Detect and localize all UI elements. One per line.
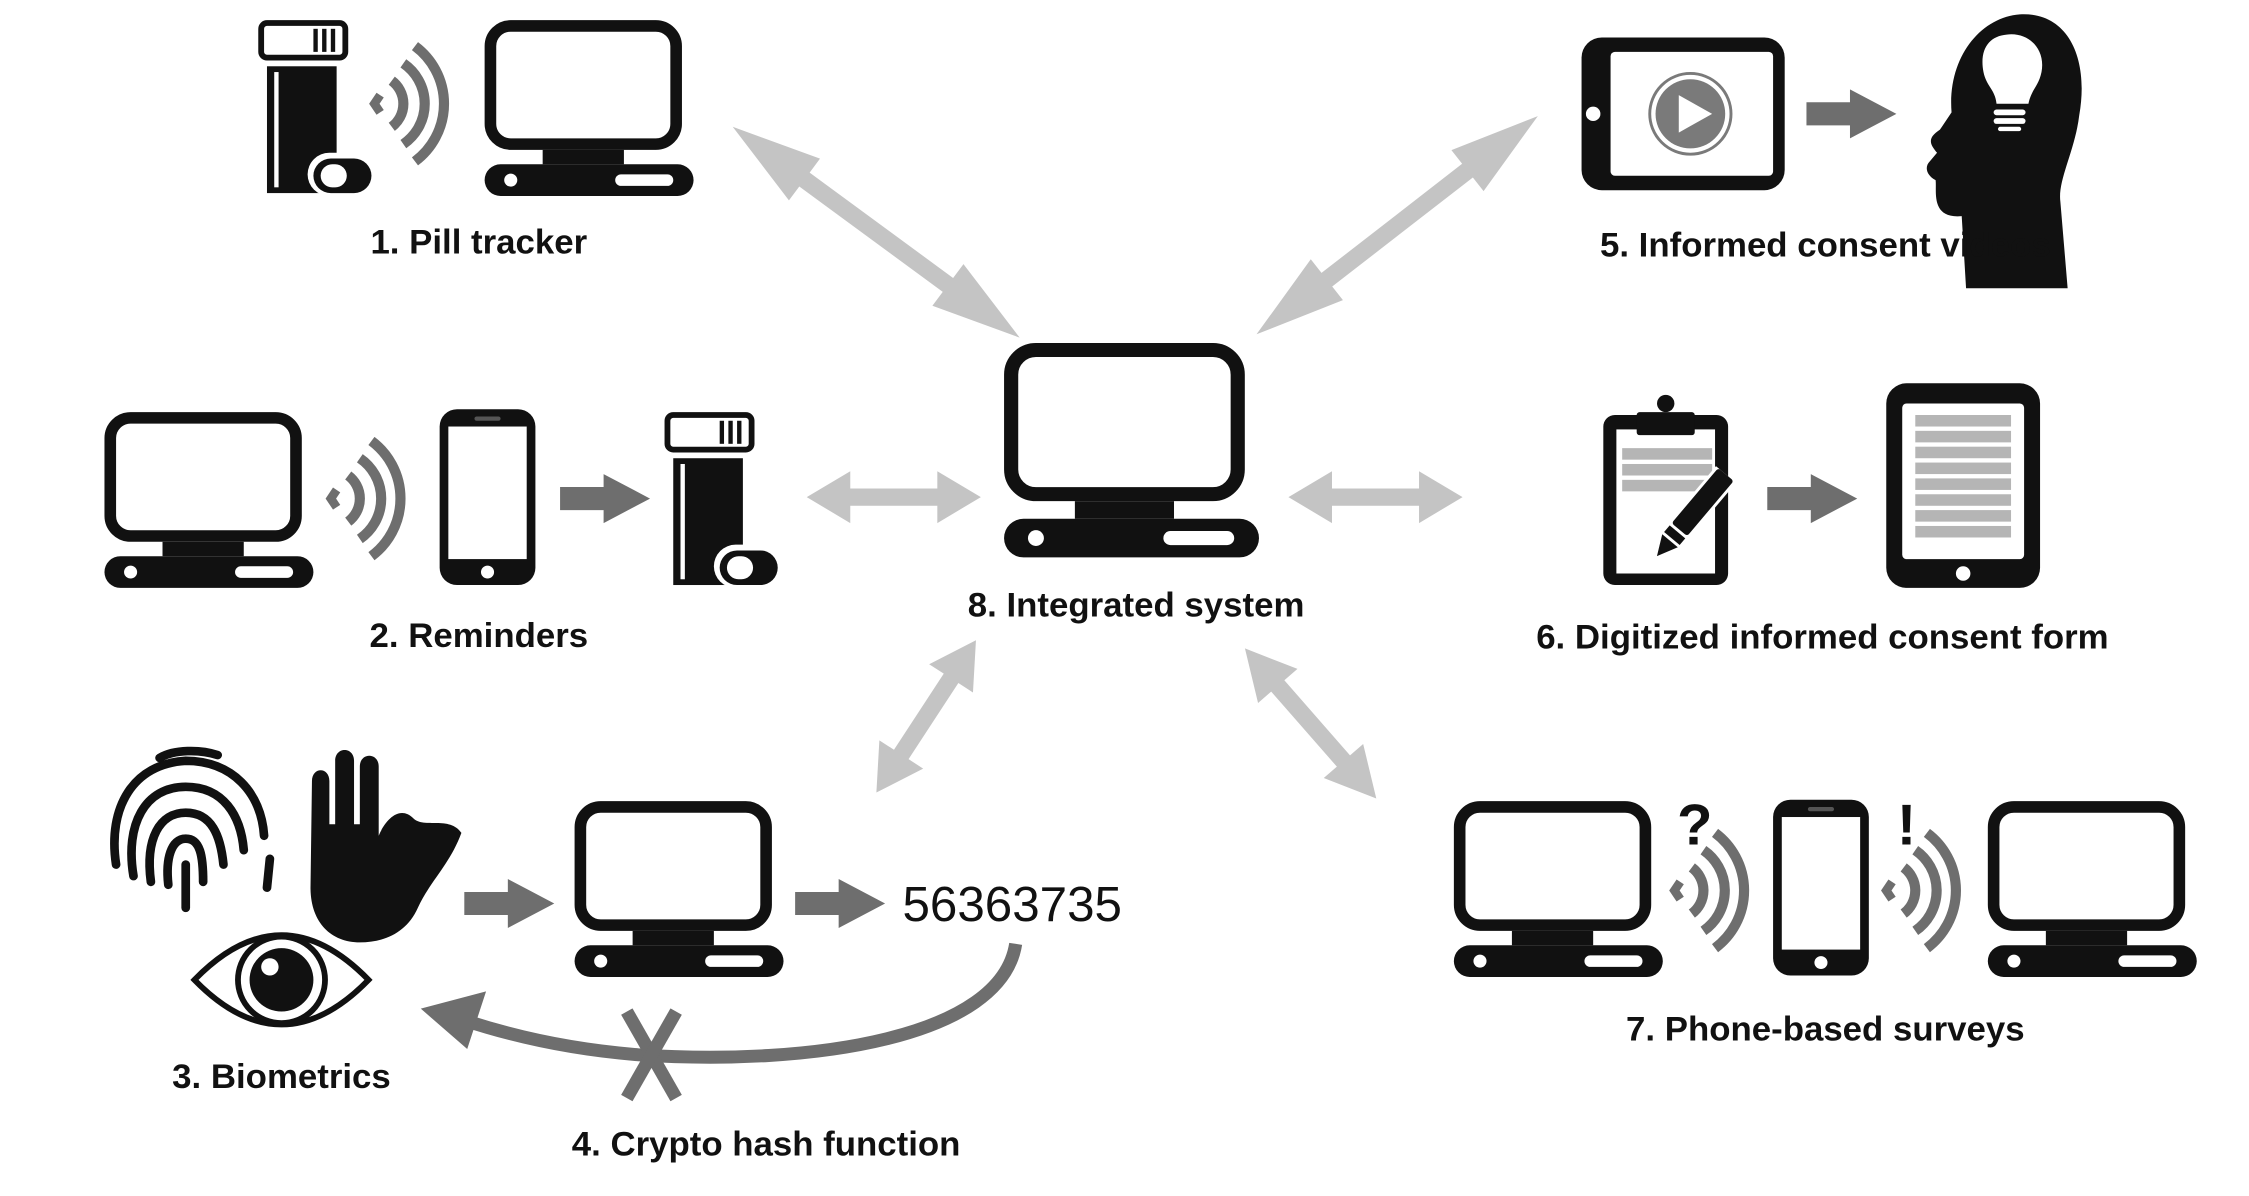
node-label: 2. Reminders [370,617,589,655]
desktop-computer-icon [485,26,694,196]
arrow-right-icon [795,878,886,928]
arrow-right-icon [1767,474,1858,524]
node-biometrics: 3. Biometrics [110,746,462,1096]
desktop-computer-icon [1454,807,1663,977]
eye-icon [190,932,373,1028]
hash-value: 56363735 [903,877,1122,932]
link-arrow-5 [1240,95,1554,355]
node-phone-surveys: ? ! 7. Phone-based surveys [1454,794,2197,1048]
node-label: 5. Informed consent videos [1600,227,2051,265]
x-mark-icon [621,1008,682,1102]
tablet-play-video-icon [1581,37,1785,191]
irreversible-arrow-icon [420,942,1023,1064]
desktop-computer-icon [575,807,784,977]
wireless-signal-icon [331,441,401,556]
head-lightbulb-icon [1926,14,2082,289]
link-arrow-7 [1225,631,1397,816]
fingerprint-icon [110,746,275,913]
node-reminders: 2. Reminders [104,409,780,655]
desktop-computer-icon [1004,350,1259,557]
node-label: 7. Phone-based surveys [1626,1010,2025,1048]
node-label: 6. Digitized informed consent form [1536,619,2108,657]
link-arrow-6 [1288,471,1463,524]
node-integrated-system: 8. Integrated system [968,350,1305,625]
wireless-signal-icon [374,46,444,161]
link-arrow-4 [854,626,998,807]
smartphone-icon [439,409,536,586]
smartphone-icon [1773,799,1869,976]
exclamation-mark-icon: ! [1897,794,1916,858]
tablet-document-icon [1886,383,2041,588]
link-arrow-2 [806,471,981,524]
node-digitized-consent-form: 6. Digitized informed consent form [1536,383,2109,657]
node-pill-tracker: 1. Pill tracker [261,23,693,262]
node-crypto-hash: 56363735 4. Crypto hash function [420,807,1122,1164]
node-label: 8. Integrated system [968,587,1305,625]
hand-icon [310,750,462,943]
arrow-right-icon [464,878,555,928]
arrow-right-icon [1806,89,1897,139]
node-label: 1. Pill tracker [370,224,587,262]
link-arrow-1 [717,105,1036,359]
node-label: 3. Biometrics [172,1058,391,1096]
desktop-computer-icon [1988,807,2197,977]
desktop-computer-icon [104,418,313,588]
pill-bottle-icon [261,23,374,196]
node-informed-consent-videos: 5. Informed consent videos [1581,14,2082,289]
arrow-right-icon [560,474,651,524]
clipboard-pencil-icon [1603,394,1736,586]
node-label: 4. Crypto hash function [572,1126,961,1164]
pill-bottle-icon [667,415,780,588]
